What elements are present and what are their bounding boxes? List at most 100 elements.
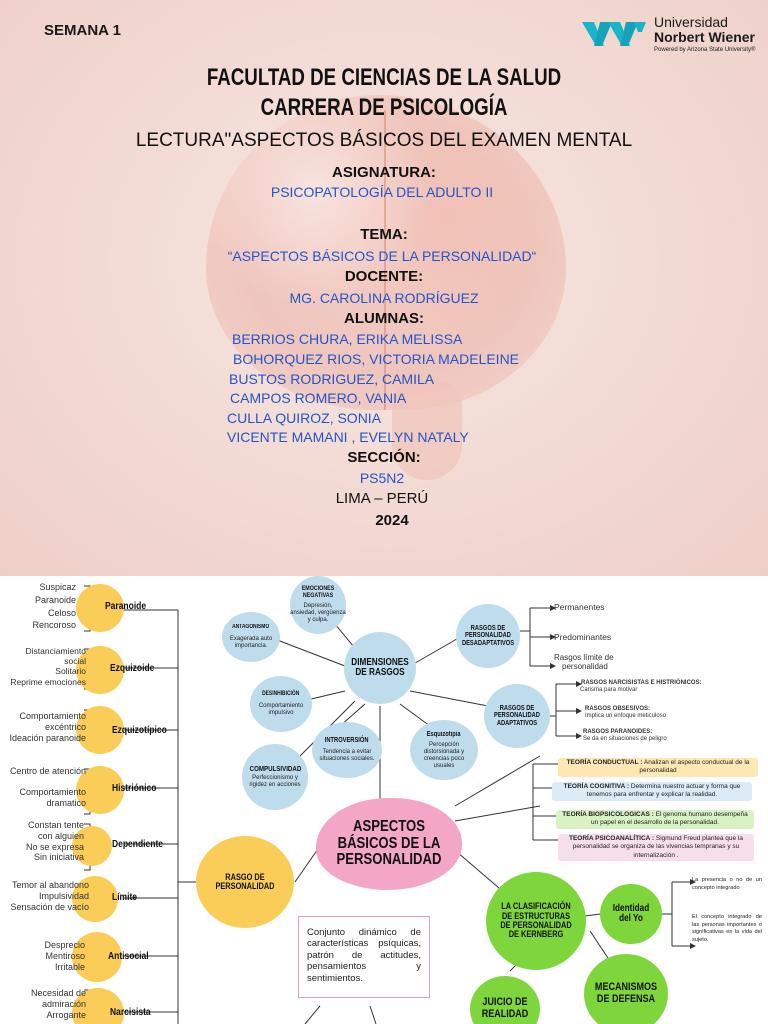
brain-divider bbox=[384, 110, 386, 410]
logo-line-1: Universidad bbox=[654, 14, 728, 30]
node-title: DESINHIBICIÓN bbox=[262, 690, 300, 697]
type-ezquizotipico bbox=[76, 706, 124, 754]
trait: dramatico bbox=[46, 797, 86, 808]
logo-line-2: Norbert Wiener bbox=[654, 29, 756, 45]
identidad-note: El concepto integrado de las personas im… bbox=[692, 914, 762, 943]
section-label: SECCIÓN: bbox=[347, 449, 421, 466]
trait: social bbox=[64, 656, 86, 667]
node-identidad: Identidad del Yo bbox=[600, 884, 662, 944]
node-rasgo: RASGO DE PERSONALIDAD bbox=[196, 836, 294, 928]
node-desadaptativos: RASGOS DE PERSONALIDAD DESADAPTATIVOS bbox=[456, 604, 520, 668]
adaptativo-head: RASGOS PARANOIDES: bbox=[583, 729, 653, 735]
student-name: BOHORQUEZ RIOS, VICTORIA MADELEINE bbox=[233, 351, 520, 367]
trait: Arrogante bbox=[46, 1009, 86, 1020]
faculty-title: FACULTAD DE CIENCIAS DE LA SALUD bbox=[206, 64, 562, 91]
desadaptativo-item: Permanentes bbox=[554, 602, 605, 612]
topic-value: “ASPECTOS BÁSICOS DE LA PERSONALIDAD“ bbox=[227, 248, 537, 264]
ezquizoide-traits: Distanciamiento social Solitario Reprime… bbox=[0, 646, 86, 687]
subject-value: PSICOPATOLOGÍA DEL ADULTO II bbox=[270, 184, 494, 200]
type-narcisista-label: Narcisista bbox=[110, 1007, 151, 1018]
node-juicio: JUICIO DE REALIDAD bbox=[470, 976, 540, 1024]
node-title: RASGOS DE PERSONALIDAD ADAPTATIVOS bbox=[494, 704, 540, 727]
student-name: CULLA QUIROZ, SONIA bbox=[227, 410, 382, 426]
year-label: 2024 bbox=[375, 512, 409, 529]
dependiente-traits: Constan tente con alguien No se expresa … bbox=[0, 820, 84, 863]
trait: Sensación de vacío bbox=[10, 901, 89, 912]
type-dependiente bbox=[72, 826, 112, 866]
adaptativo-desc: Carisma para motivar bbox=[580, 687, 638, 694]
trait: Desprecio bbox=[44, 940, 85, 950]
trait: Necesidad de bbox=[30, 988, 86, 998]
node-title: INTROVERSIÓN bbox=[325, 737, 369, 745]
trait: Solitario bbox=[55, 666, 86, 677]
node-title: LA CLASIFICACIÓN DE ESTRUCTURAS DE PERSO… bbox=[500, 901, 572, 940]
node-desinhibicion: DESINHIBICIÓN Comportamiento impulsivo bbox=[250, 676, 312, 732]
limite-traits: Temor al abandono Impulsividad Sensación… bbox=[0, 880, 89, 912]
teacher-label: DOCENTE: bbox=[344, 268, 424, 285]
node-introversion: INTROVERSIÓN Tendencia a evitar situacio… bbox=[312, 722, 382, 778]
theory-cognitiva: TEORÍA COGNITIVA : Determina nuestro act… bbox=[552, 782, 752, 801]
brain-stem-illustration bbox=[392, 380, 462, 480]
center-title: ASPECTOS BÁSICOS DE LA PERSONALIDAD bbox=[336, 817, 442, 869]
students-label: ALUMNAS: bbox=[344, 310, 424, 327]
trait: Rencoroso bbox=[32, 620, 76, 631]
type-paranoide bbox=[76, 584, 124, 632]
week-label: SEMANA 1 bbox=[44, 22, 121, 39]
type-antisocial-label: Antisocial bbox=[108, 951, 149, 962]
node-antagonismo: ANTAGONISMO Exagerada auto importancia. bbox=[222, 612, 280, 662]
narcisista-traits: Necesidad de admiración Arrogante bbox=[0, 988, 86, 1020]
student-name: BUSTOS RODRIGUEZ, CAMILA bbox=[229, 371, 435, 387]
node-title: JUICIO DE REALIDAD bbox=[481, 996, 529, 1020]
trait: Impulsividad bbox=[38, 890, 89, 901]
type-histrionico-label: Histriónico bbox=[112, 783, 157, 794]
trait: Ideación paranoide bbox=[9, 732, 86, 743]
node-adaptativos: RASGOS DE PERSONALIDAD ADAPTATIVOS bbox=[484, 684, 550, 748]
trait: Sin iniciativa bbox=[33, 852, 84, 863]
theory-psicoanalitica: TEORÍA PSICOANALÍTICA : Sigmund Freud pl… bbox=[558, 834, 754, 862]
trait: Constan tente bbox=[27, 820, 84, 830]
student-name: BERRIOS CHURA, ERIKA MELISSA bbox=[232, 331, 463, 347]
teacher-value: MG. CAROLINA RODRÍGUEZ bbox=[289, 290, 479, 306]
histrionico-traits: Centro de atención Comportamiento dramat… bbox=[0, 766, 86, 808]
node-dimensiones: DIMENSIONES DE RASGOS bbox=[344, 632, 416, 704]
theory-text: El genoma humano desempeña un papel en e… bbox=[591, 811, 748, 827]
trait: Irritable bbox=[54, 961, 85, 972]
section-value: PS5N2 bbox=[359, 470, 405, 486]
type-paranoide-label: Paranoide bbox=[105, 601, 147, 612]
trait: Paranoide bbox=[34, 594, 76, 605]
student-name: CAMPOS ROMERO, VANIA bbox=[230, 390, 407, 406]
node-title: EMOCIONES NEGATIVAS bbox=[301, 584, 335, 599]
trait: excéntrico bbox=[44, 721, 86, 732]
node-desc: Depresión, ansiedad, vergüenza y culpa. bbox=[290, 603, 346, 624]
node-kernberg: LA CLASIFICACIÓN DE ESTRUCTURAS DE PERSO… bbox=[486, 872, 586, 970]
adaptativo-item: RASGOS OBSESIVOS: Implica un enfoque met… bbox=[585, 706, 666, 720]
theory-text: Analizan el aspecto conductual de la per… bbox=[639, 759, 750, 775]
reading-title: LECTURA"ASPECTOS BÁSICOS DEL EXAMEN MENT… bbox=[135, 130, 633, 151]
type-limite bbox=[72, 876, 118, 922]
adaptativo-item: RASGOS NARCISISTAS E HISTRIÓNICOS: Caris… bbox=[580, 680, 702, 694]
logo-icon bbox=[582, 22, 646, 46]
paranoide-traits: Suspicaz Paranoide Celoso Rencoroso bbox=[10, 582, 76, 631]
trait: Celoso bbox=[47, 607, 76, 618]
trait: Centro de atención bbox=[9, 766, 86, 776]
type-ezquizoide bbox=[76, 646, 124, 694]
node-esquizotipia: Esquizotipia Percepción distorsionada y … bbox=[410, 720, 478, 780]
node-title: ANTAGONISMO bbox=[232, 623, 270, 630]
cover-page: SEMANA 1 Universidad Norbert Wiener Powe… bbox=[0, 0, 768, 576]
node-title: DIMENSIONES DE RASGOS bbox=[351, 656, 409, 678]
topic-label: TEMA: bbox=[360, 226, 408, 243]
antisocial-traits: Desprecio Mentiroso Irritable bbox=[0, 940, 85, 972]
student-name: VICENTE MAMANI , EVELYN NATALY bbox=[227, 429, 469, 445]
type-ezquizoide-label: Ezquizoide bbox=[110, 663, 155, 674]
trait: Mentiroso bbox=[45, 950, 85, 961]
theory-text: Sigmund Freud plantea que la personalida… bbox=[572, 835, 743, 859]
node-mecanismos: MECANISMOS DE DEFENSA bbox=[584, 954, 668, 1024]
adaptativo-item: RASGOS PARANOIDES: Se da en situaciones … bbox=[583, 729, 667, 743]
adaptativo-desc: Se da en situaciones de peligro bbox=[583, 736, 667, 743]
adaptativo-desc: Implica un enfoque meticuloso bbox=[585, 713, 667, 720]
trait: Comportamiento bbox=[19, 711, 86, 721]
theory-biopsicologica: TEORÍA BIOPSICOLOGICAS : El genoma human… bbox=[556, 810, 754, 829]
brain-illustration bbox=[206, 95, 566, 410]
trait: admiración bbox=[41, 998, 86, 1009]
type-dependiente-label: Dependiente bbox=[112, 839, 164, 850]
